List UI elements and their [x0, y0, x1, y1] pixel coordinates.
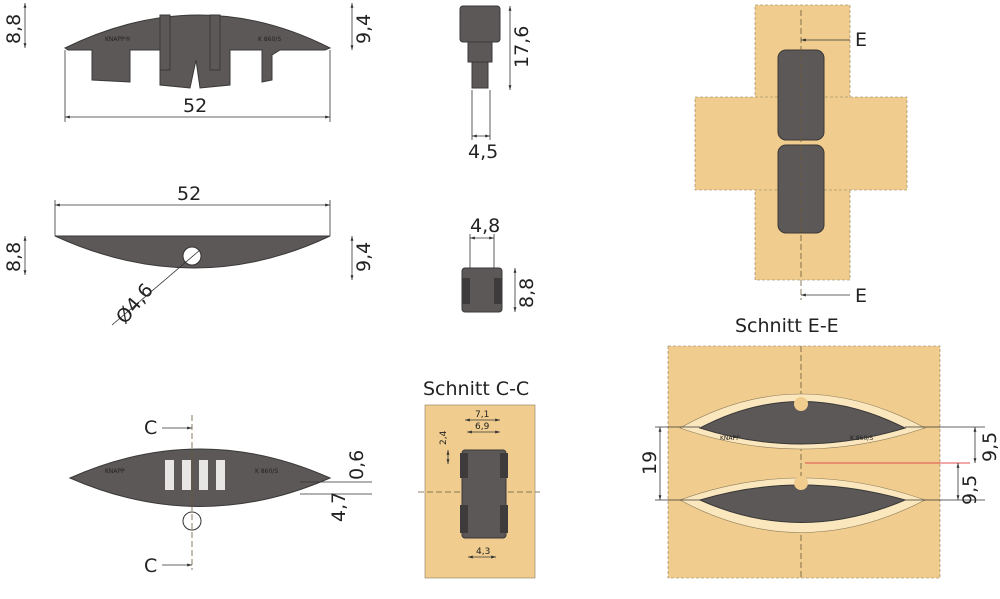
- dim-height-right: 9,4: [353, 14, 375, 44]
- dim-height-right: 9,4: [353, 242, 375, 272]
- section-title: Schnitt E-E: [735, 315, 839, 337]
- front-view: KNAPP K 860/S C C 0,6 4,7: [68, 415, 372, 577]
- dim-width: 52: [183, 95, 207, 117]
- dim-width: 4,8: [470, 215, 500, 237]
- bottom-view: 52 8,8 9,4 Ø4,6: [3, 183, 375, 328]
- dim-bottom: 4,3: [476, 547, 490, 557]
- dim-b: 4,7: [328, 492, 350, 522]
- side-view-small: 4,8 8,8: [461, 215, 538, 313]
- dim-height-left: 8,8: [3, 242, 25, 272]
- section-title: Schnitt C-C: [423, 378, 529, 400]
- dim-hole-diameter: Ø4,6: [112, 279, 158, 328]
- slot: [159, 14, 171, 71]
- model-text: K 860/S: [255, 468, 278, 475]
- dim-top-outer: 7,1: [475, 410, 489, 420]
- dim-total: 19: [639, 451, 661, 475]
- brand-text: KNAPP: [720, 435, 740, 442]
- dim-lower: 9,5: [959, 475, 981, 505]
- dim-height: 17,6: [511, 26, 533, 68]
- connector-top-shape: [63, 14, 332, 89]
- dim-height-left: 8,8: [3, 14, 25, 44]
- dim-height: 8,8: [516, 278, 538, 308]
- brand-text: KNAPP: [105, 468, 125, 475]
- dim-a: 0,6: [346, 450, 368, 480]
- section-c-c: Schnitt C-C 7,1 6,9 2,4 4,3: [418, 378, 540, 579]
- top-view: KNAPP® K 860/S 52 8,8 9,4: [3, 3, 375, 122]
- dim-width: 52: [177, 183, 201, 205]
- section-mark-bottom: C: [144, 555, 157, 577]
- dim-top-inner: 6,9: [475, 422, 490, 432]
- model-text: K 860/S: [258, 36, 281, 43]
- dim-side: 2,4: [439, 430, 449, 445]
- section-e-e: Schnitt E-E KNAPP K 860/S 19 9,5 9,5: [639, 315, 1000, 579]
- section-mark-top: C: [144, 417, 157, 439]
- section-mark-bottom: E: [855, 285, 867, 307]
- dim-upper: 9,5: [979, 432, 1000, 462]
- dim-width: 4,5: [468, 141, 498, 163]
- section-mark-top: E: [855, 29, 867, 51]
- model-text: K 860/S: [850, 435, 873, 442]
- brand-text: KNAPP®: [105, 36, 131, 43]
- slot: [209, 14, 221, 71]
- side-view-top: 17,6 4,5: [459, 5, 533, 163]
- assembly-view: E E: [694, 4, 908, 307]
